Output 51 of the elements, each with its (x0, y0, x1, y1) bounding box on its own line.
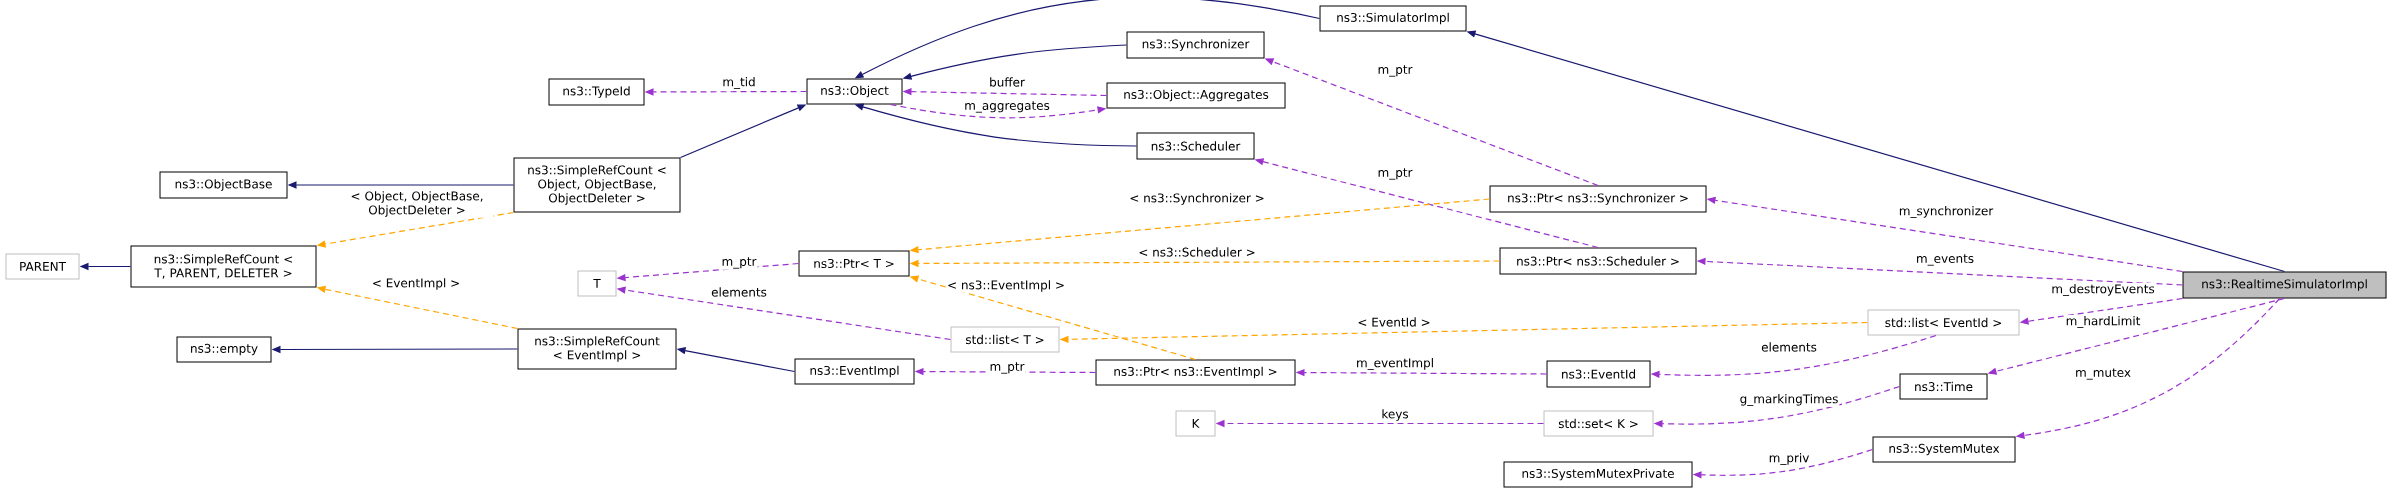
edge-label: < Object, ObjectBase, ObjectDeleter > (341, 190, 493, 218)
class-box: ns3::SystemMutexPrivate (1503, 461, 1693, 488)
class-box: ns3::SimulatorImpl (1319, 5, 1467, 32)
edge-label: < EventId > (1356, 316, 1432, 328)
class-box: ns3::Ptr< ns3::EventImpl > (1095, 359, 1296, 386)
class-box: std::list< T > (950, 326, 1060, 353)
class-box: ns3::SimpleRefCount < Object, ObjectBase, ObjectDeleter > (513, 157, 681, 213)
class-box: ns3::Synchronizer (1126, 31, 1265, 59)
edge-label: buffer (988, 76, 1026, 88)
class-box: ns3::EventImpl (794, 358, 915, 385)
edge-label: m_ptr (1376, 167, 1414, 181)
edge-label: elements (1760, 341, 1818, 353)
edge-label: g_markingTimes (1738, 393, 1840, 407)
class-box: ns3::RealtimeSimulatorImpl (2182, 271, 2387, 299)
edge-label: m_destroyEvents (2050, 283, 2156, 297)
class-box: T (577, 270, 617, 297)
edge-label: m_ptr (1376, 64, 1414, 78)
class-box: ns3::ObjectBase (159, 171, 288, 199)
edge-label: m_ptr (988, 361, 1026, 375)
class-box: PARENT (5, 253, 80, 280)
class-box: ns3::SimpleRefCount < T, PARENT, DELETER > (130, 245, 317, 288)
edge-label: m_synchronizer (1897, 205, 1995, 219)
class-box: ns3::Ptr< ns3::Scheduler > (1499, 247, 1697, 275)
edge-label: < EventImpl > (370, 277, 462, 291)
edge-label: < ns3::Synchronizer > (1128, 192, 1266, 206)
edge-label: elements (710, 286, 768, 298)
edge-label: m_hardLimit (2064, 315, 2142, 329)
class-box: ns3::Time (1899, 373, 1988, 400)
class-box: std::set< K > (1543, 410, 1654, 437)
edge-label: m_events (1914, 253, 1976, 267)
class-box: ns3::TypeId (548, 78, 645, 106)
class-box: std::list< EventId > (1867, 309, 2020, 336)
class-box: ns3::EventId (1546, 360, 1651, 388)
edge-label: keys (1380, 408, 1410, 422)
edge-label: < ns3::EventImpl > (946, 279, 1066, 293)
edge-label: m_eventImpl (1355, 357, 1436, 371)
class-box: ns3::SimpleRefCount < EventImpl > (517, 328, 677, 370)
class-box: ns3::SystemMutex (1872, 436, 2016, 463)
class-box: ns3::Ptr< T > (798, 250, 910, 277)
class-box: ns3::Ptr< ns3::Synchronizer > (1489, 185, 1707, 213)
edge-label: m_ptr (720, 256, 758, 270)
class-box: ns3::Scheduler (1136, 132, 1255, 160)
class-box: ns3::Object::Aggregates (1106, 82, 1286, 109)
class-box: K (1175, 410, 1216, 437)
class-box: ns3::Object (806, 78, 903, 105)
edge-label: < ns3::Scheduler > (1137, 246, 1257, 258)
edge-label: m_tid (721, 76, 757, 90)
edge-label: m_priv (1767, 452, 1811, 466)
class-box: ns3::empty (176, 336, 272, 363)
edge-label: m_mutex (2074, 367, 2132, 381)
edge-label: m_aggregates (963, 100, 1051, 114)
